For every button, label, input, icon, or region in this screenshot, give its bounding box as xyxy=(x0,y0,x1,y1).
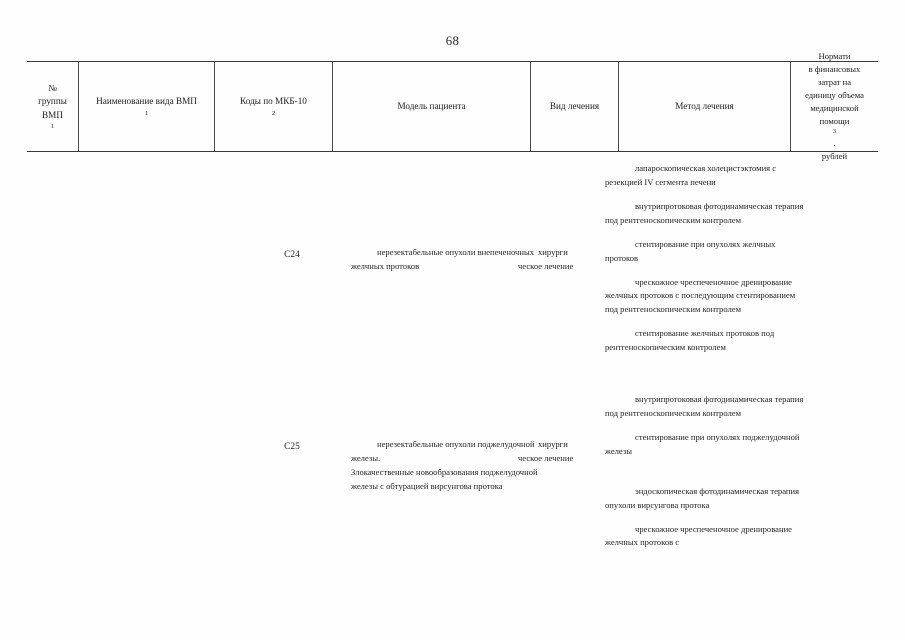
column-header-patient-model-text: Модель пациента xyxy=(397,100,466,111)
column-header-finance-norm-line2: в финансовых xyxy=(808,64,861,75)
column-header-group-no-line3: ВМП xyxy=(42,109,63,120)
cell-icd10-code: C25 xyxy=(284,442,300,452)
column-header-treatment-kind-text: Вид лечения xyxy=(549,100,600,111)
treatment-method-item: лапароскопическая холецистэктомия с резе… xyxy=(605,163,777,187)
column-header-icd10-text: Коды по МКБ-10 xyxy=(240,96,307,107)
treatment-kind-line2: ческое лечение xyxy=(518,260,574,271)
treatment-method-item: стентирование при опухолях поджелудочной… xyxy=(605,431,800,456)
patient-model-text: нерезектабельные опухоли внепеченочных ж… xyxy=(351,247,535,271)
page-number: 68 xyxy=(445,33,460,48)
column-header-group-no-line1: № xyxy=(48,82,57,93)
column-header-group-no-line2: группы xyxy=(38,96,67,107)
column-header-vmp-name-superscript: 1 xyxy=(144,109,149,117)
cell-patient-model: нерезектабельные опухоли поджелудочной ж… xyxy=(351,438,549,494)
table-header-row: № группы ВМП 1 Наименование вида ВМП 1 Код… xyxy=(27,51,878,161)
column-header-icd10-superscript: 2 xyxy=(271,109,276,117)
column-header-group-no: № группы ВМП 1 xyxy=(27,62,79,151)
treatment-method-item: стентирование желчных протоков под рентг… xyxy=(605,328,775,353)
treatment-kind-text: хирурги ческое лечение xyxy=(518,246,606,274)
cell-icd10-code: C24 xyxy=(284,250,300,260)
column-header-finance-norm: Нормати в финансовых затрат на единицу о… xyxy=(805,51,864,161)
column-header-treatment-method-text: Метод лечения xyxy=(675,100,734,111)
column-header-vmp-name: Наименование вида ВМП 1 xyxy=(79,62,215,151)
column-header-treatment-method: Метод лечения xyxy=(619,62,791,151)
treatment-method-item: стентирование при опухолях желчных прото… xyxy=(605,238,776,263)
column-header-finance-norm-line5: медицинской xyxy=(810,102,859,113)
treatment-kind-line1: хирурги xyxy=(538,439,568,449)
column-header-vmp-name-text: Наименование вида ВМП xyxy=(96,96,197,107)
column-header-finance-norm-superscript: 3 xyxy=(832,128,837,136)
cell-treatment-method: лапароскопическая холецистэктомия с резе… xyxy=(605,162,805,355)
treatment-method-item: чрескожное чреспеченочное дренирование ж… xyxy=(605,523,792,548)
column-header-finance-norm-line4: единицу объема xyxy=(805,89,864,100)
cell-treatment-method: внутрипротоковая фотодинамическая терапи… xyxy=(605,393,805,550)
column-header-icd10: Коды по МКБ-10 2 xyxy=(215,62,333,151)
column-header-finance-norm-line7: рублей xyxy=(821,150,848,161)
treatment-kind-line2: ческое лечение xyxy=(518,452,574,463)
cell-patient-model: нерезектабельные опухоли внепеченочных ж… xyxy=(351,246,549,274)
patient-model-text: нерезектабельные опухоли поджелудочной ж… xyxy=(351,439,535,463)
table-body: C24 нерезектабельные опухоли внепеченочн… xyxy=(27,156,878,586)
cell-treatment-kind: хирурги ческое лечение xyxy=(518,438,606,466)
column-header-finance-norm-line1: Нормати xyxy=(818,51,851,62)
treatment-method-item: внутрипротоковая фотодинамическая терапи… xyxy=(605,394,804,418)
treatment-method-item: эндоскопическая фотодинамическая терапия… xyxy=(605,485,800,510)
column-header-patient-model: Модель пациента xyxy=(333,62,531,151)
patient-model-text: Злокачественные новообразования поджелуд… xyxy=(351,466,538,491)
treatment-kind-text: хирурги ческое лечение xyxy=(518,438,606,466)
treatment-kind-line1: хирурги xyxy=(538,247,568,257)
column-header-finance-norm-line3: затрат на xyxy=(817,76,852,87)
treatment-method-item: чрескожное чреспеченочное дренирование ж… xyxy=(605,276,796,315)
column-header-finance-norm-line6: помощи xyxy=(819,115,850,126)
treatment-method-item: внутрипротоковая фотодинамическая терапи… xyxy=(605,200,804,225)
column-header-treatment-kind: Вид лечения xyxy=(531,62,619,151)
cell-treatment-kind: хирурги ческое лечение xyxy=(518,246,606,274)
column-header-group-no-superscript: 1 xyxy=(50,122,55,130)
